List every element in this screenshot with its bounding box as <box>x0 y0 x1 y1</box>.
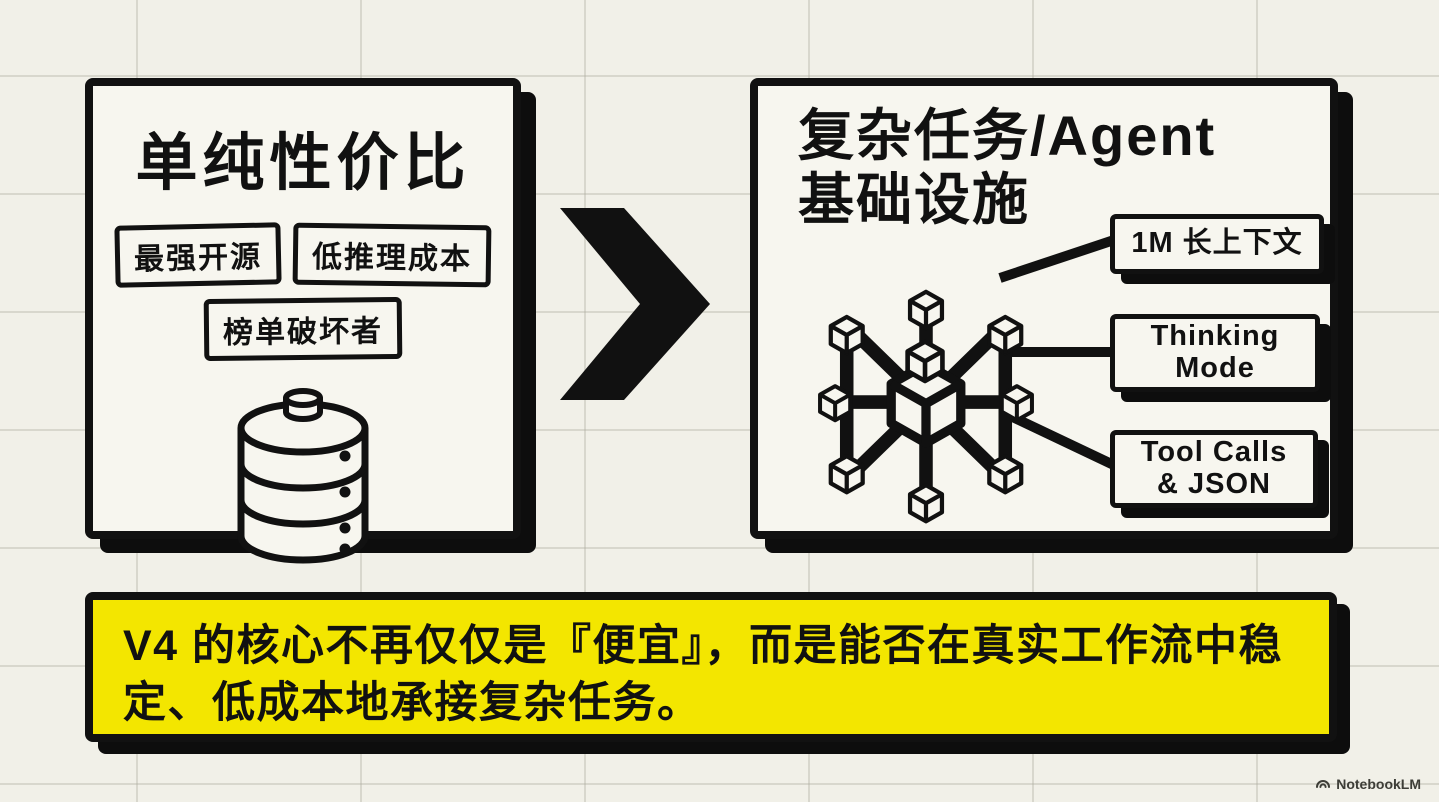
database-icon <box>237 388 369 564</box>
summary-banner: V4 的核心不再仅仅是『便宜』，而是能否在真实工作流中稳定、低成本地承接复杂任务… <box>85 592 1337 742</box>
footer-brand-label: NotebookLM <box>1336 776 1421 792</box>
tag-low-inference-cost: 低推理成本 <box>292 222 492 288</box>
tag-row-2: 榜单破坏者 <box>93 296 513 362</box>
right-panel-agent-infrastructure: 复杂任务/Agent 基础设施 <box>750 78 1338 539</box>
feature-thinking-mode-line1: Thinking <box>1150 320 1280 353</box>
cube-lattice-icon <box>810 268 1042 540</box>
feature-tool-calls-json-line2: & JSON <box>1157 468 1271 500</box>
chevron-right-arrow <box>560 208 710 400</box>
feature-thinking-mode: Thinking Mode <box>1110 314 1320 392</box>
right-panel-title-line1: 复杂任务/Agent <box>798 104 1217 167</box>
database-icon-wrap <box>93 386 513 566</box>
feature-thinking-mode-line2: Mode <box>1175 352 1255 384</box>
notebooklm-logo <box>1316 780 1331 788</box>
tag-row-1: 最强开源 低推理成本 <box>93 222 513 288</box>
feature-tool-calls-json: Tool Calls & JSON <box>1110 430 1318 508</box>
footer-watermark: NotebookLM <box>1315 776 1421 792</box>
tag-leaderboard-breaker: 榜单破坏者 <box>203 296 403 362</box>
feature-tool-calls-json-line1: Tool Calls <box>1140 436 1288 469</box>
feature-long-context: 1M 长上下文 <box>1110 214 1324 274</box>
right-panel-title: 复杂任务/Agent 基础设施 <box>798 104 1216 233</box>
right-panel-title-line2: 基础设施 <box>798 168 1030 232</box>
summary-banner-text: V4 的核心不再仅仅是『便宜』，而是能否在真实工作流中稳定、低成本地承接复杂任务… <box>123 622 1284 727</box>
left-panel-cost-performance: 单纯性价比 最强开源 低推理成本 榜单破坏者 <box>85 78 521 564</box>
left-panel-title: 单纯性价比 <box>135 129 471 198</box>
feature-long-context-line1: 1M 长上下文 <box>1131 227 1303 260</box>
tag-strongest-open-source: 最强开源 <box>114 222 282 288</box>
